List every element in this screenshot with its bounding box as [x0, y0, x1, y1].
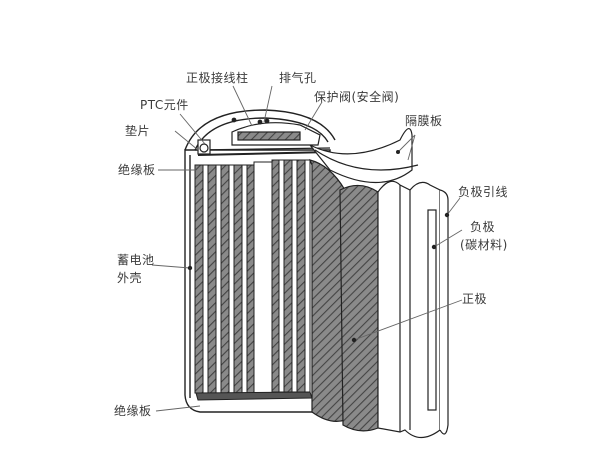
cap-assembly [194, 117, 331, 156]
label-separator: 隔膜板 [405, 114, 443, 128]
leader-lines [151, 85, 463, 412]
label-negative-electrode-1: 负极 [470, 220, 496, 234]
leader-dots [187, 150, 450, 343]
label-negative-electrode-2: (碳材料) [460, 238, 508, 252]
label-gasket: 垫片 [125, 124, 151, 138]
label-positive-electrode: 正极 [462, 292, 488, 306]
label-positive-terminal: 正极接线柱 [186, 71, 249, 85]
electrode-stack-left [194, 164, 255, 394]
separator-sheet [309, 128, 419, 184]
label-battery-case-2: 外壳 [117, 271, 143, 285]
label-insulator-top: 绝缘板 [118, 163, 156, 177]
label-vent-hole: 排气孔 [279, 71, 317, 85]
center-core [253, 161, 273, 395]
electrode-stack-right [271, 159, 311, 393]
label-safety-valve: 保护阀(安全阀) [314, 90, 400, 104]
bottom-insulator [195, 391, 313, 401]
label-battery-case-1: 蓄电池 [117, 253, 155, 267]
negative-electrode-wrap [377, 180, 449, 439]
label-insulator-bottom: 绝缘板 [114, 404, 152, 418]
label-ptc-element: PTC元件 [140, 98, 189, 112]
label-negative-lead: 负极引线 [458, 185, 509, 199]
